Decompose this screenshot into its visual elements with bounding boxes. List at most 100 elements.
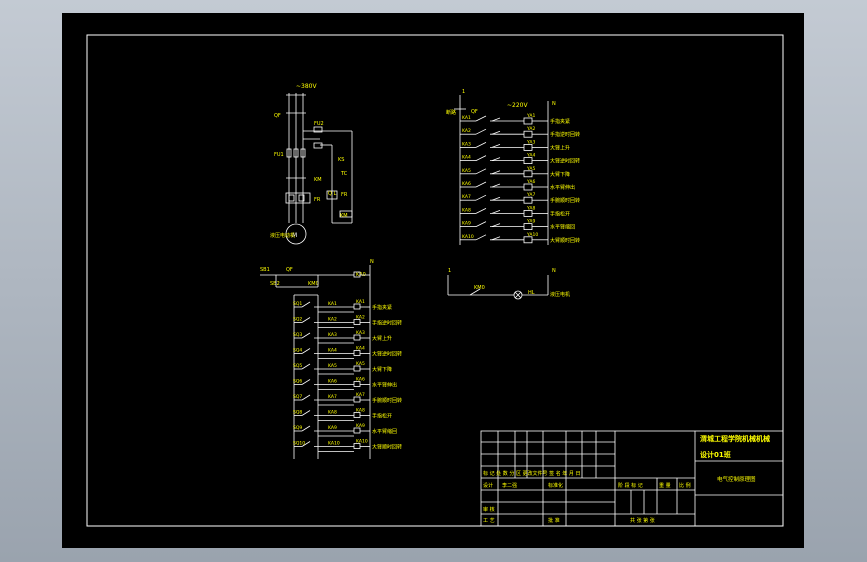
output-coil-label: YA1: [526, 113, 535, 119]
fr2-label: FR: [341, 192, 348, 198]
relay-coil-label: KA3: [356, 330, 365, 336]
output-coil-label: YA5: [526, 166, 535, 172]
output-function-label: 大臂上升: [550, 144, 570, 151]
output-coil-label: YA10: [526, 232, 538, 238]
lamp-contact-label: KM0: [474, 285, 485, 291]
output-power-label: ~220V: [507, 102, 528, 109]
km2-label: KM: [340, 213, 348, 219]
relay-coil-label: KA7: [356, 392, 365, 398]
lamp-left-node: 1: [448, 268, 451, 274]
output-function-label: 手腕顺时回转: [550, 197, 580, 204]
output-coil-label: YA3: [526, 139, 535, 145]
row-design: 设计: [483, 482, 493, 489]
relay-coil-label: KA8: [356, 408, 365, 414]
km-label: KM: [314, 177, 322, 183]
relay-contact-label: KA1: [328, 301, 337, 307]
output-coil-label: YA4: [526, 153, 535, 159]
schematic-drawing: ~380V QF FU1 KM FR M 液压电动机 FU2 KS TC Q L…: [86, 34, 784, 527]
output-contact-label: KA2: [462, 128, 471, 134]
relay-sensor-label: SQ9: [293, 425, 302, 431]
lamp-label: 液压电机: [550, 291, 570, 298]
output-row: KA7 YA7 手腕顺时回转: [460, 192, 580, 204]
relay-qf-label: QF: [286, 267, 293, 273]
row-standard: 标准化: [548, 482, 563, 489]
row-design-name: 李二强: [502, 482, 517, 489]
title-block: [480, 430, 784, 527]
revision-header: 标 记 处 数 分 区 更改文件号 签 名 年 月 日: [483, 470, 581, 477]
relay-function-label: 大臂逆时回转: [372, 351, 402, 358]
relay-coil-label: KA6: [356, 377, 365, 383]
output-coil-label: YA7: [526, 192, 535, 198]
relay-right-node: N: [370, 259, 374, 265]
output-function-label: 大臂下降: [550, 171, 570, 178]
relay-sensor-label: SQ4: [293, 348, 302, 354]
output-function-label: 手指逆时回转: [550, 131, 580, 138]
output-function-label: 大臂顺时回转: [550, 237, 580, 244]
output-contact-label: KA4: [462, 155, 471, 161]
tc-label: TC: [340, 171, 348, 177]
relay-function-label: 水平臂伸出: [372, 382, 397, 389]
row-approve: 批 准: [548, 517, 560, 524]
relay-contact-label: KA9: [328, 425, 337, 431]
output-function-label: 手指松开: [550, 210, 570, 217]
relay-contact-label: KA10: [328, 441, 340, 447]
output-coil-label: YA9: [526, 219, 535, 225]
relay-sensor-label: SQ1: [293, 301, 302, 307]
row-review: 审 核: [483, 506, 495, 513]
relay-sensor-label: SQ5: [293, 363, 302, 369]
relay-function-label: 手腕顺时回转: [372, 397, 402, 404]
fr-label: FR: [314, 197, 321, 203]
ql-label: Q L: [328, 191, 337, 197]
relay-coil-label: KA4: [356, 346, 365, 352]
output-contact-label: KA3: [462, 141, 471, 147]
output-contact-label: KA6: [462, 181, 471, 187]
relay-sensor-label: SQ3: [293, 332, 302, 338]
relay-coil-label: KA9: [356, 423, 365, 429]
relay-sensor-label: SQ6: [293, 379, 302, 385]
output-contact-label: KA7: [462, 194, 471, 200]
relay-coil-label: KA2: [356, 315, 365, 321]
title-block-text: 渭城工程学院机械机械 设计01班 电气控制原理图 标 记 处 数 分 区 更改文…: [483, 434, 770, 524]
output-function-label: 水平臂伸出: [550, 184, 575, 191]
output-row: KA4 YA4 大臂逆时回转: [460, 153, 580, 165]
output-coil-label: YA2: [526, 126, 535, 132]
relay-sensor-label: SQ7: [293, 394, 302, 400]
output-contact-label: KA1: [462, 115, 471, 121]
drawing-frame: [86, 34, 784, 527]
output-row: KA6 YA6 水平臂伸出: [460, 179, 575, 191]
relay-coil-label: KA5: [356, 361, 365, 367]
output-coil-label: YA6: [526, 179, 535, 185]
relay-sb2-label: SB2: [270, 281, 280, 287]
relay-contact-label: KA7: [328, 394, 337, 400]
output-row: KA2 YA2 手指逆时回转: [460, 126, 580, 138]
output-contact-label: KA8: [462, 207, 471, 213]
design-class: 设计01班: [700, 450, 731, 459]
output-left-node: 1: [462, 89, 465, 95]
relay-contact-label: KA8: [328, 410, 337, 416]
relay-sensor-label: SQ8: [293, 410, 302, 416]
motor-circuit: ~380V QF FU1 KM FR M 液压电动机 FU2 KS TC Q L…: [270, 83, 353, 245]
relay-sensor-label: SQ10: [293, 441, 305, 447]
output-function-label: 大臂逆时回转: [550, 158, 580, 165]
supply-label: ~380V: [296, 83, 317, 90]
output-function-label: 手指夹紧: [550, 118, 570, 125]
relay-function-label: 手指夹紧: [372, 304, 392, 311]
fu1-label: FU1: [274, 152, 284, 158]
drawing-sheet: ~380V QF FU1 KM FR M 液压电动机 FU2 KS TC Q L…: [62, 13, 804, 548]
relay-sb1-label: SB1: [260, 267, 270, 273]
output-right-node: N: [552, 101, 556, 107]
fu2-label: FU2: [314, 121, 324, 127]
